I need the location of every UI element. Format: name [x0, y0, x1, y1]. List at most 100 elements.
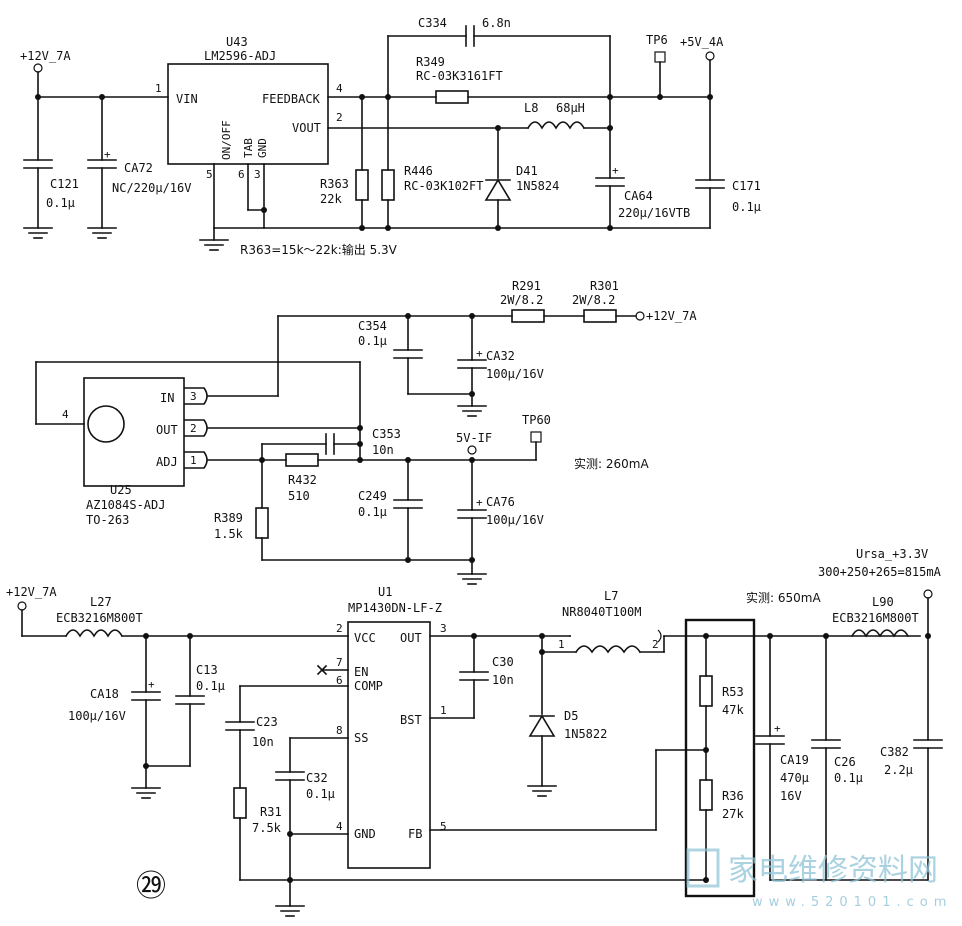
ground-symbol	[23, 227, 53, 239]
svg-text:47k: 47k	[722, 703, 744, 717]
svg-text:+: +	[104, 148, 111, 161]
svg-text:6.8n: 6.8n	[482, 16, 511, 30]
pin-onoff: ON/OFF	[220, 120, 233, 160]
svg-text:RC-03K102FT: RC-03K102FT	[404, 179, 483, 193]
watermark-url: www.520101.com	[752, 895, 952, 910]
watermark-text: 家电维修资料网	[728, 853, 938, 888]
resistor-r363	[355, 169, 369, 201]
svg-text:1: 1	[190, 454, 197, 467]
resistor-r446	[381, 169, 395, 201]
svg-text:2: 2	[190, 422, 197, 435]
svg-text:L8: L8	[524, 101, 538, 115]
svg-text:5: 5	[440, 820, 447, 833]
svg-text:OUT: OUT	[156, 423, 178, 437]
svg-text:IN: IN	[160, 391, 174, 405]
input-terminal-12v-2	[635, 311, 645, 321]
svg-text:0.1μ: 0.1μ	[196, 679, 225, 693]
svg-text:R31: R31	[260, 805, 282, 819]
svg-text:C32: C32	[306, 771, 328, 785]
resistor-r389	[255, 507, 269, 539]
svg-text:R291: R291	[512, 279, 541, 293]
input-terminal-12v-3	[17, 601, 27, 611]
svg-text:+: +	[774, 722, 781, 735]
svg-text:2W/8.2: 2W/8.2	[572, 293, 615, 307]
svg-text:+12V_7A: +12V_7A	[646, 309, 697, 323]
svg-text:0.1μ: 0.1μ	[358, 505, 387, 519]
svg-text:3: 3	[254, 168, 261, 181]
svg-text:FB: FB	[408, 827, 422, 841]
svg-text:2W/8.2: 2W/8.2	[500, 293, 543, 307]
svg-text:0.1μ: 0.1μ	[306, 787, 335, 801]
ic-u25	[83, 377, 185, 487]
svg-text:10n: 10n	[372, 443, 394, 457]
svg-text:CA19: CA19	[780, 753, 809, 767]
pin-vin: VIN	[176, 92, 198, 106]
inductor-l27	[64, 629, 124, 638]
svg-text:L90: L90	[872, 595, 894, 609]
svg-text:100μ/16V: 100μ/16V	[486, 367, 544, 381]
svg-text:3: 3	[440, 622, 447, 635]
svg-text:Ursa_+3.3V: Ursa_+3.3V	[856, 547, 928, 561]
svg-text:100μ/16V: 100μ/16V	[68, 709, 126, 723]
svg-text:16V: 16V	[780, 789, 802, 803]
resistor-r301	[583, 309, 617, 323]
svg-text:R432: R432	[288, 473, 317, 487]
circuit-az1084: 4 IN OUT ADJ 3 2 1 U25 AZ1084S-ADJ TO-26…	[35, 279, 697, 585]
resistor-r53	[699, 675, 713, 707]
svg-text:R53: R53	[722, 685, 744, 699]
u43-part: LM2596-ADJ	[204, 49, 276, 63]
svg-text:NR8040T100M: NR8040T100M	[562, 605, 641, 619]
ground-symbol	[457, 405, 487, 417]
svg-text:ADJ: ADJ	[156, 455, 178, 469]
net-label-12v-top: +12V_7A	[20, 49, 71, 63]
svg-text:1: 1	[155, 82, 162, 95]
svg-text:1N5824: 1N5824	[516, 179, 559, 193]
svg-text:+: +	[612, 164, 619, 177]
input-terminal-12v	[33, 63, 43, 73]
svg-text:EN: EN	[354, 665, 368, 679]
pin-feedback: FEEDBACK	[262, 92, 321, 106]
ground-symbol	[131, 787, 161, 799]
svg-text:C171: C171	[732, 179, 761, 193]
testpoint-tp60	[530, 431, 542, 443]
svg-text:R389: R389	[214, 511, 243, 525]
svg-text:R363: R363	[320, 177, 349, 191]
c121-value: 0.1μ	[46, 196, 75, 210]
resistor-r291	[511, 309, 545, 323]
r363-note: R363=15k～22k:输出 5.3V	[240, 242, 398, 257]
svg-text:C353: C353	[372, 427, 401, 441]
inductor-l90	[850, 629, 910, 638]
svg-text:68μH: 68μH	[556, 101, 585, 115]
svg-text:2: 2	[336, 111, 343, 124]
svg-text:TO-263: TO-263	[86, 513, 129, 527]
inductor-l8	[526, 121, 586, 130]
diode-d5	[528, 714, 556, 737]
svg-text:300+250+265=815mA: 300+250+265=815mA	[818, 565, 942, 579]
svg-text:GND: GND	[354, 827, 376, 841]
watermark: 家电维修资料网 www.520101.com	[686, 848, 952, 910]
svg-text:2: 2	[652, 638, 659, 651]
svg-text:D5: D5	[564, 709, 578, 723]
svg-text:CA76: CA76	[486, 495, 515, 509]
resistor-r432	[285, 453, 319, 467]
svg-text:4: 4	[62, 408, 69, 421]
ca72-ref: CA72	[124, 161, 153, 175]
svg-text:8: 8	[336, 724, 343, 737]
svg-text:4: 4	[336, 820, 343, 833]
svg-text:CA18: CA18	[90, 687, 119, 701]
ground-symbol	[87, 227, 117, 239]
svg-text:OUT: OUT	[400, 631, 422, 645]
pin-gnd: GND	[256, 138, 269, 158]
pin-vout: VOUT	[292, 121, 321, 135]
svg-text:6: 6	[238, 168, 245, 181]
svg-text:C249: C249	[358, 489, 387, 503]
circuit-lm2596: +12V_7A C121 0.1μ + CA72 NC/220μ/16V	[20, 16, 761, 257]
svg-text:ECB3216M800T: ECB3216M800T	[56, 611, 143, 625]
ground-symbol	[199, 227, 229, 251]
circuit-mp1430: +12V_7A L27 ECB3216M800T + CA18 100μ/16V…	[6, 547, 943, 917]
svg-text:L27: L27	[90, 595, 112, 609]
testpoint-tp6	[654, 51, 666, 63]
output-terminal-5v-if	[467, 445, 477, 455]
